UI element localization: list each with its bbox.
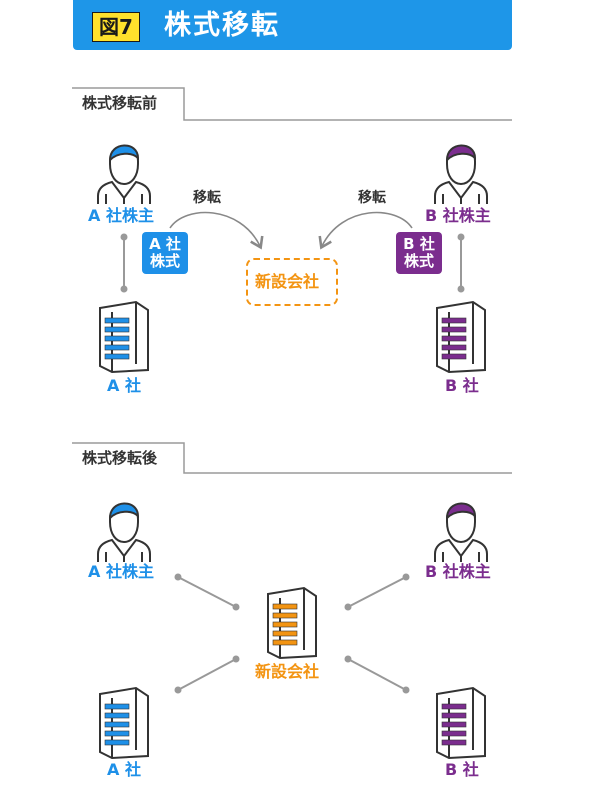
share-badge-b-line1: B 社 xyxy=(403,235,435,253)
share-badge-b-line2: 株式 xyxy=(403,252,434,270)
section-label-after: 株式移転後 xyxy=(82,449,158,467)
connector-dot xyxy=(120,233,465,293)
person-icon xyxy=(434,502,488,562)
company-b-label-after: B 社 xyxy=(445,760,479,779)
section-rule-before xyxy=(72,87,512,121)
connector-line xyxy=(177,576,407,691)
new-company-box xyxy=(246,258,338,306)
company-b-label: B 社 xyxy=(445,376,479,395)
shareholder-b-label-after: B 社株主 xyxy=(425,562,491,581)
transfer-label-right: 移転 xyxy=(358,190,386,206)
transfer-label-left: 移転 xyxy=(193,190,221,206)
section-rule-after xyxy=(72,442,512,474)
building-icon xyxy=(267,586,317,660)
shareholder-a-label-after: A 社株主 xyxy=(88,562,154,581)
company-a-label-after: A 社 xyxy=(107,760,141,779)
figure-number-badge: 図7 xyxy=(92,12,140,42)
connector-dot xyxy=(174,573,410,694)
shareholder-b-label: B 社株主 xyxy=(425,206,491,225)
building-icon xyxy=(436,686,486,760)
person-icon xyxy=(97,502,151,562)
page-title: 株式移転 xyxy=(164,10,280,41)
building-icon xyxy=(99,686,149,760)
header-bar xyxy=(73,0,512,50)
person-icon xyxy=(97,144,151,204)
share-badge-a-line1: A 社 xyxy=(149,235,181,253)
company-a-label: A 社 xyxy=(107,376,141,395)
new-company-label: 新設会社 xyxy=(255,272,320,291)
building-icon xyxy=(99,300,149,374)
section-label-before: 株式移転前 xyxy=(82,94,158,112)
new-company-label-after: 新設会社 xyxy=(255,662,320,681)
connector-line xyxy=(123,237,462,289)
shareholder-a-label: A 社株主 xyxy=(88,206,154,225)
transfer-arrow-left xyxy=(169,211,264,250)
transfer-arrow-right xyxy=(318,211,413,250)
share-badge-b: B 社 株式 xyxy=(396,232,442,274)
share-badge-a: A 社 株式 xyxy=(142,232,188,274)
person-icon xyxy=(434,144,488,204)
building-icon xyxy=(436,300,486,374)
share-badge-a-line2: 株式 xyxy=(149,252,180,270)
